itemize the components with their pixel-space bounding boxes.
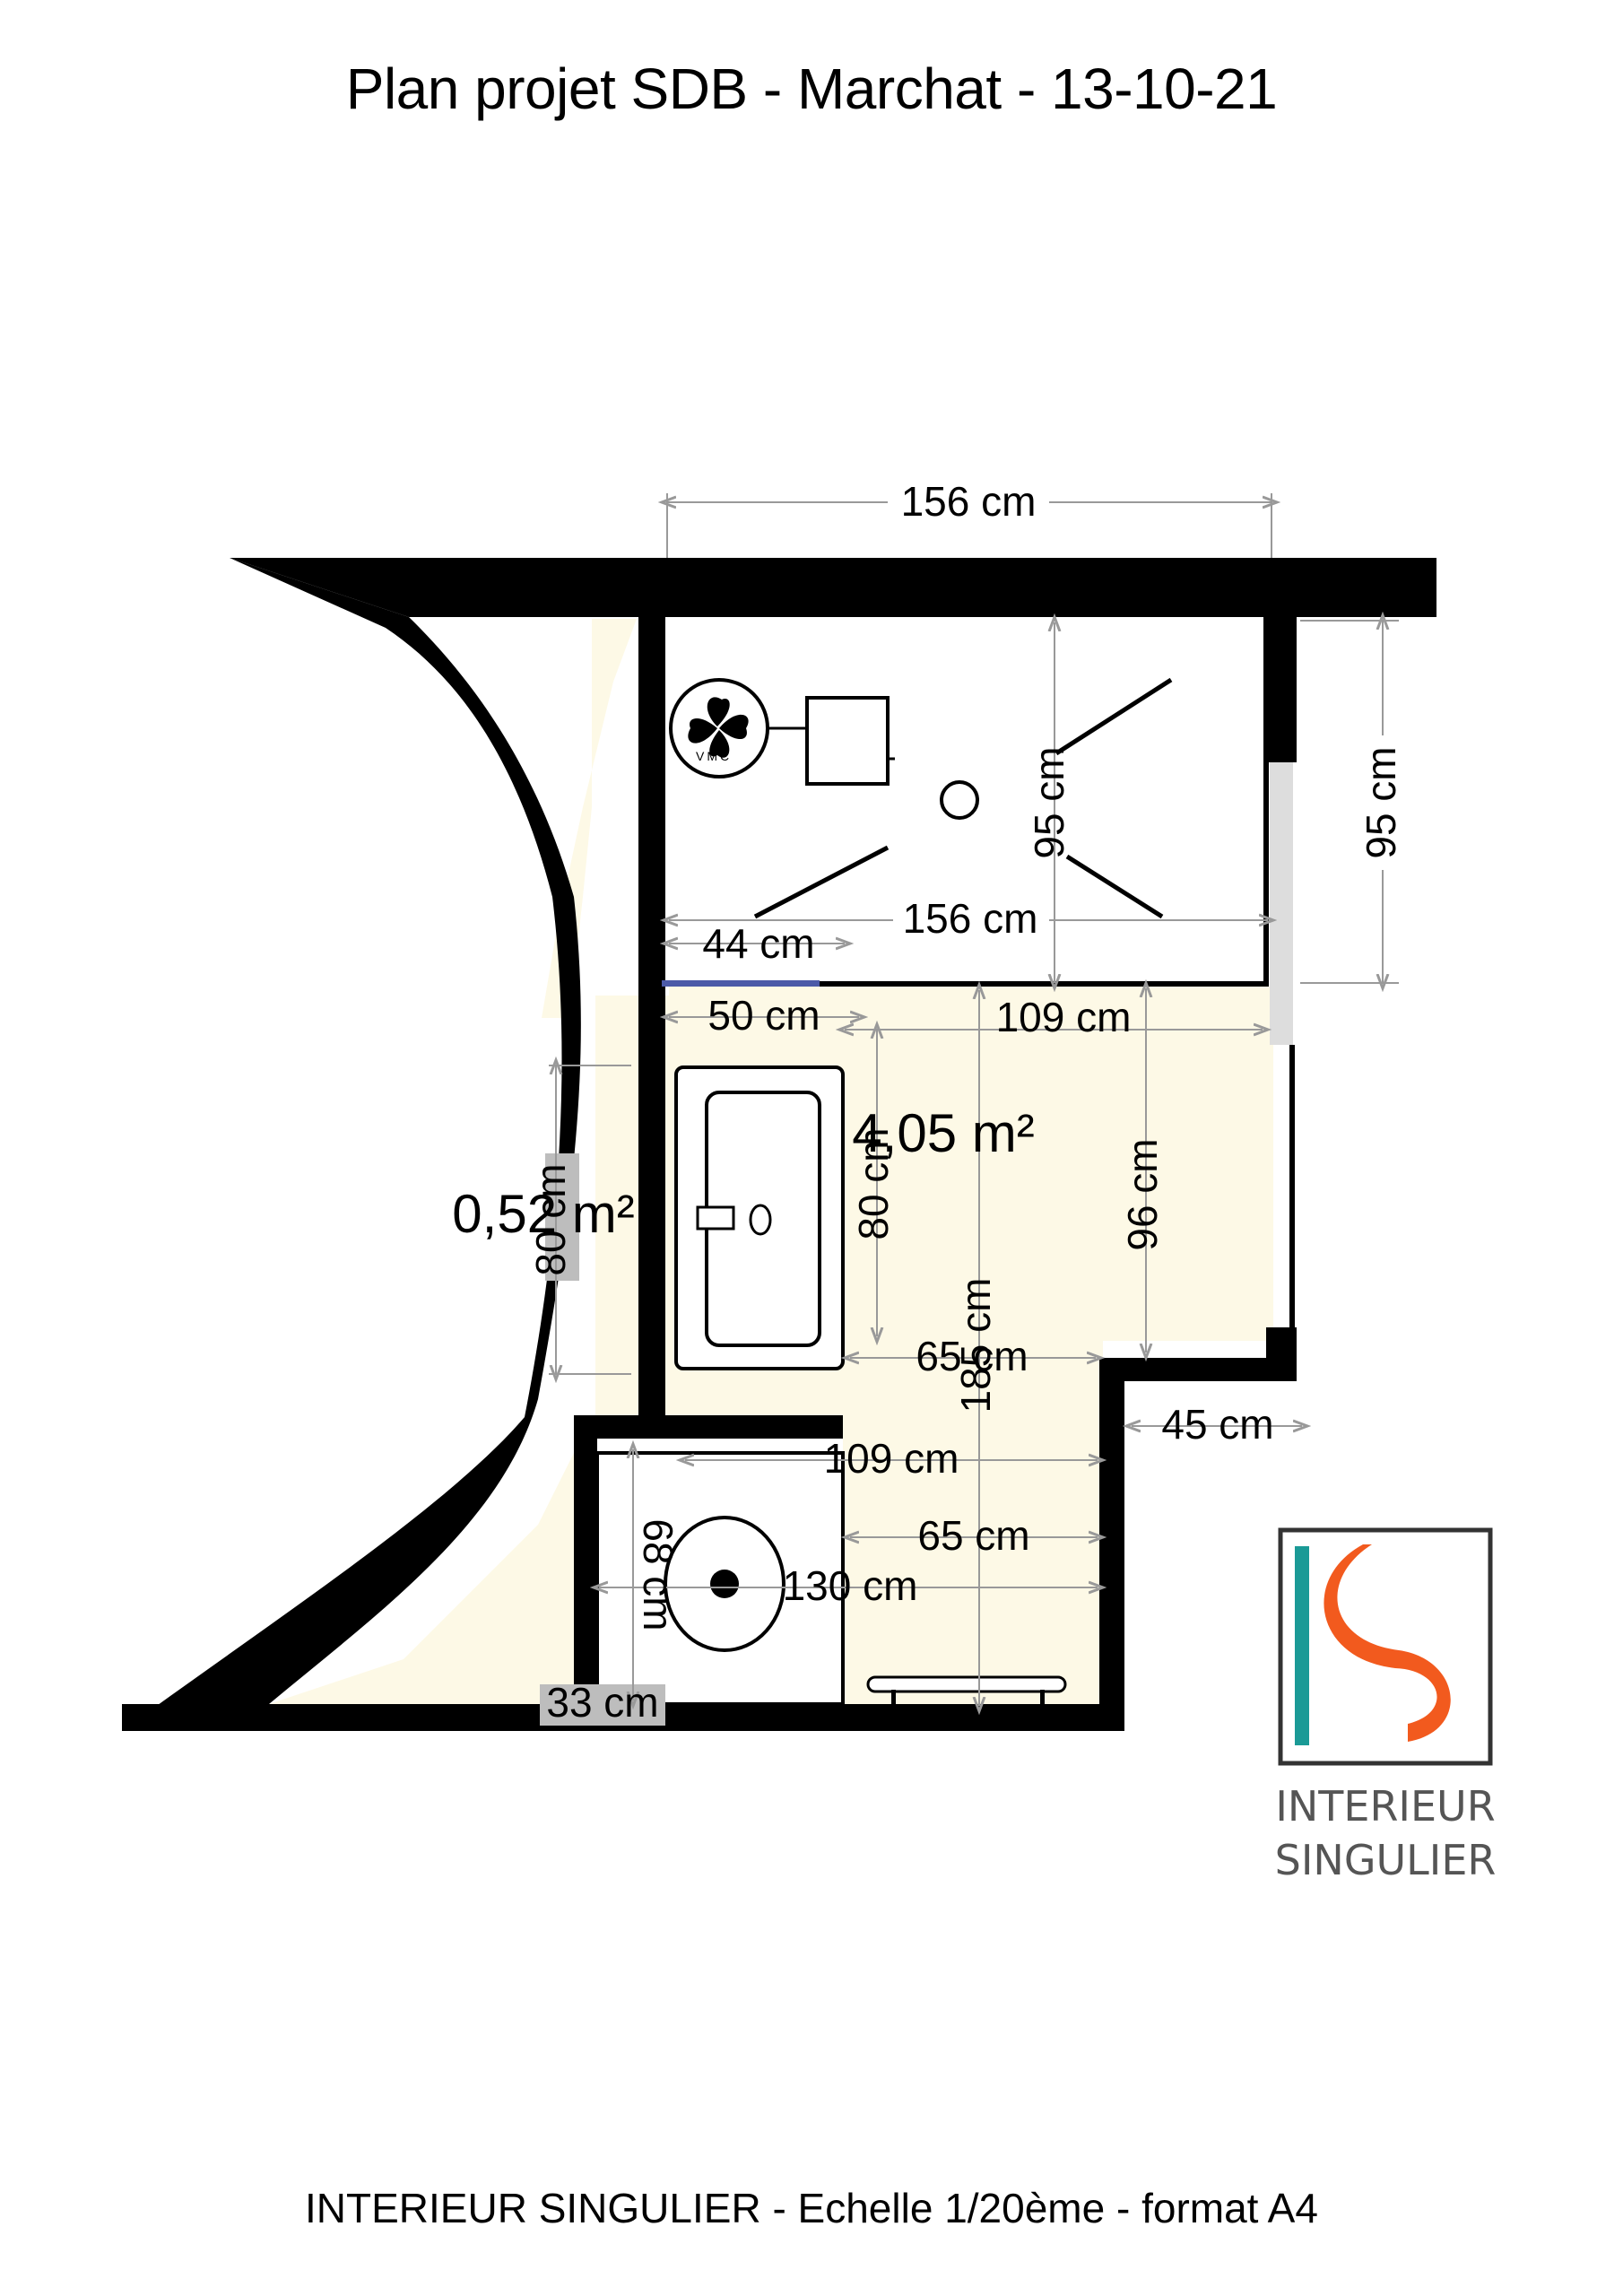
dim-top-width: 156 cm (901, 478, 1037, 525)
shower-valve (805, 696, 890, 786)
dim-vanity-depth: 80 cm (850, 1127, 897, 1239)
dim-lower-total: 130 cm (783, 1562, 918, 1609)
area-side: 0,52 m² (452, 1184, 634, 1244)
dim-right-width: 109 cm (996, 994, 1132, 1040)
window-strip (1270, 762, 1293, 1045)
dim-shower-height-outer: 95 cm (1358, 746, 1404, 858)
interieur-singulier-logo (1278, 1527, 1493, 1766)
area-main: 4,05 m² (852, 1103, 1034, 1163)
dim-right-depth: 96 cm (1119, 1138, 1166, 1250)
vanity (674, 1065, 845, 1370)
vmc-fan-icon: VMC (669, 678, 807, 778)
page-title: Plan projet SDB - Marchat - 13-10-21 (345, 57, 1278, 121)
dim-step: 45 cm (1161, 1401, 1273, 1448)
vmc-label: VMC (696, 749, 732, 763)
dim-toilet-offset: 33 cm (546, 1679, 658, 1726)
dim-shower-width: 156 cm (903, 895, 1038, 942)
drain-icon (940, 780, 979, 820)
towel-rail (866, 1675, 1067, 1704)
logo-line1: INTERIEUR (1275, 1782, 1495, 1831)
dim-vanity-gap: 65 cm (916, 1333, 1028, 1379)
logo-line2: SINGULIER (1275, 1836, 1497, 1884)
dim-lower-width: 109 cm (824, 1435, 959, 1482)
dim-toilet-gap: 65 cm (917, 1512, 1029, 1559)
dim-vanity-offset: 50 cm (707, 992, 820, 1039)
dim-toilet-depth: 68 cm (635, 1518, 681, 1631)
dim-side-height: 80 cm (527, 1163, 574, 1275)
door-marker (662, 980, 820, 987)
page-footer: INTERIEUR SINGULIER - Echelle 1/20ème - … (305, 2185, 1318, 2231)
dim-shower-door: 44 cm (702, 920, 814, 967)
dim-shower-height-inner: 95 cm (1026, 746, 1072, 858)
faucet-icon (749, 1204, 772, 1236)
dim-total-height: 185 cm (952, 1278, 999, 1413)
